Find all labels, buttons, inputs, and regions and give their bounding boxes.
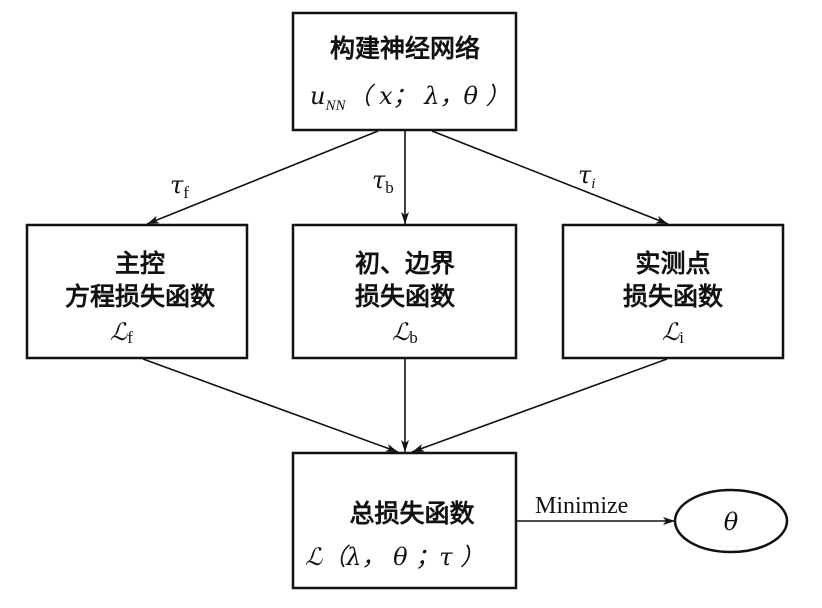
edge-pde-loss-to-total [142,358,399,453]
node-pde-loss-symbol: ℒf [110,318,133,347]
node-total-loss-box [291,451,518,590]
node-measured-loss-box [561,223,785,360]
node-measured-loss-symbol: ℒi [662,318,684,347]
node-theta-ellipse [673,488,789,554]
node-measured-loss: 实测点 损失函数 ℒi [561,223,785,360]
node-boundary-loss-box [291,223,518,360]
node-boundary-loss-symbol: ℒb [392,318,418,347]
node-build-network-box [291,11,518,132]
node-boundary-loss-line2: 损失函数 [355,282,456,311]
node-measured-loss-line1: 实测点 [635,249,710,278]
node-build-network-title: 构建神经网络 [330,34,480,63]
node-pde-loss: 主控 方程损失函数 ℒf [25,223,249,360]
node-theta: θ [673,488,789,554]
edge-label-tau-b: τb [372,166,394,197]
node-total-loss-formula: ℒ（λ， θ ；τ ） [305,543,484,571]
node-boundary-loss-line1: 初、边界 [355,249,455,278]
node-total-loss: 总损失函数 ℒ（λ， θ ；τ ） [291,451,518,590]
edge-network-to-pde-loss [146,130,379,225]
minimize-label: Minimize [535,493,628,519]
node-build-network-formula: uNN（ x； λ，θ ） [310,82,510,114]
node-pde-loss-line2: 方程损失函数 [65,282,216,311]
node-boundary-loss: 初、边界 损失函数 ℒb [291,223,518,360]
node-theta-label: θ [724,508,739,536]
node-build-network: 构建神经网络 uNN（ x； λ，θ ） [291,11,518,132]
edge-network-to-measured-loss [431,130,669,225]
edge-label-tau-f: τf [170,171,189,202]
node-total-loss-title: 总损失函数 [349,499,475,528]
node-pde-loss-box [25,223,249,360]
node-pde-loss-line1: 主控 [115,249,165,278]
edge-measured-loss-to-total [411,358,668,453]
node-measured-loss-line2: 损失函数 [623,282,724,311]
edge-label-tau-i: τi [578,161,595,192]
